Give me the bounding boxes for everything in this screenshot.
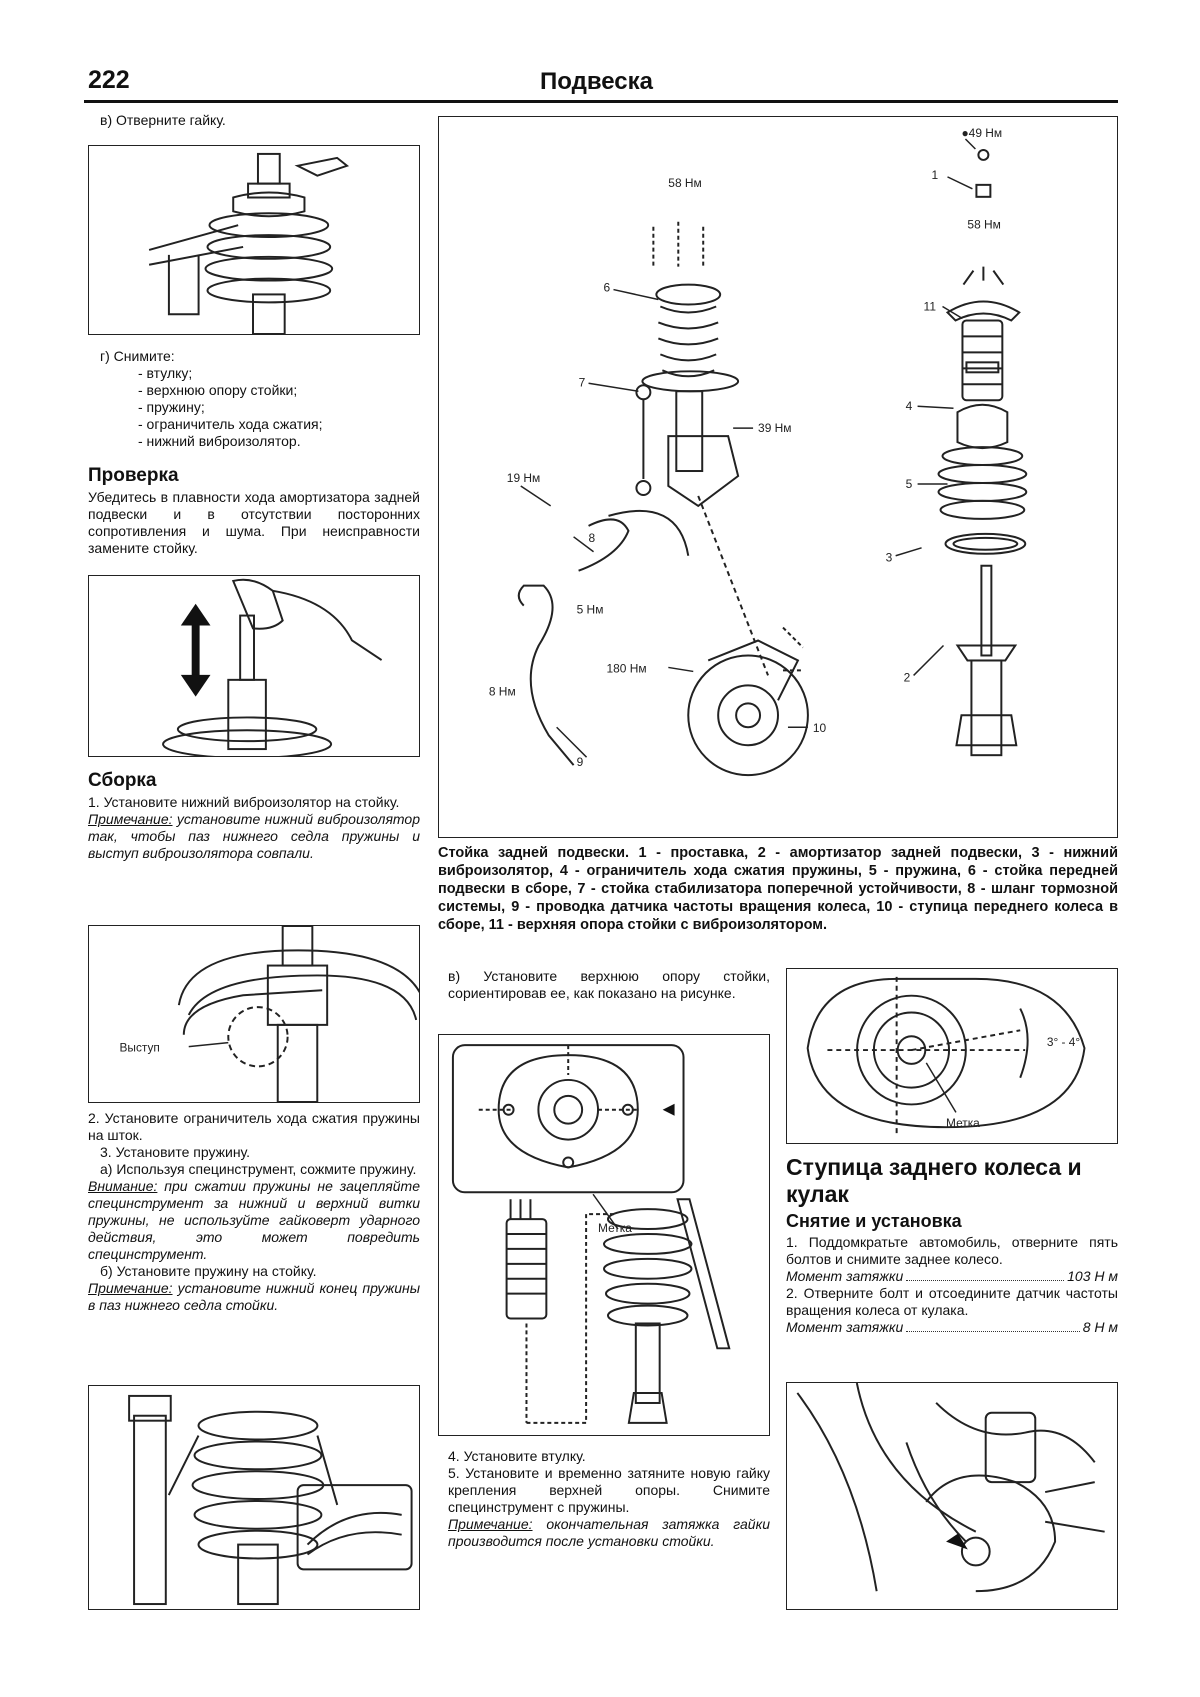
torque-8: 8 Нм (489, 684, 516, 698)
torque-value-2: 8 Н м (1082, 1319, 1118, 1335)
torque-value-1: 103 Н м (1067, 1268, 1118, 1284)
assembly-heading: Сборка (88, 770, 157, 791)
step-5: 5. Установите и временно затяните новую … (448, 1465, 770, 1515)
torque-label: Момент затяжки (786, 1319, 904, 1335)
step-3b: б) Установите пружину на стойку. (100, 1263, 317, 1279)
torque-19: 19 Нм (507, 471, 540, 485)
shock-absorber-check-illustration (162, 578, 383, 756)
figure-rear-strut-exploded: ●49 Нм 58 Нм 58 Нм 39 Нм 19 Нм 5 Нм 180 … (438, 116, 1118, 838)
note-label: Примечание: (448, 1516, 533, 1532)
part-10-label: 10 (813, 721, 827, 735)
warning-text: при сжатии пружины не зацепляйте специнс… (88, 1178, 421, 1262)
part-5-label: 5 (906, 477, 913, 491)
part-1-label: 1 (932, 168, 939, 182)
strut-nut-illustration (148, 152, 350, 334)
note-label: Примечание: (88, 1280, 173, 1296)
part-2-label: 2 (904, 670, 911, 684)
figure-spring-install (88, 1385, 420, 1610)
torque-label: Момент затяжки (786, 1268, 904, 1284)
part-7-label: 7 (579, 375, 586, 389)
section-title: Подвеска (540, 68, 654, 95)
torque-spec-2: Момент затяжки 8 Н м (786, 1319, 1118, 1336)
remove-item: - верхнюю опору стойки; (138, 382, 298, 398)
warning-label: Внимание: (88, 1178, 158, 1194)
remove-item: - пружину; (138, 399, 205, 415)
torque-spec-1: Момент затяжки 103 Н м (786, 1268, 1118, 1285)
spring-compressor-illustration (128, 1394, 413, 1606)
step-4: 4. Установите втулку. (448, 1448, 586, 1464)
torque-180: 180 Нм (607, 661, 647, 675)
figure-upper-mount-angle: 3° - 4° Метка (786, 968, 1118, 1144)
step-remove: г) Снимите: (100, 348, 175, 364)
main-figure-caption: Стойка задней подвески. 1 - проставка, 2… (438, 845, 1118, 933)
step-install-upper-mount: в) Установите верхнюю опору стойки, сори… (448, 968, 770, 1001)
note-text: окончательная затяжка гайки производится… (448, 1516, 770, 1549)
upper-mount-angle-illustration: 3° - 4° Метка (806, 976, 1086, 1136)
part-8-label: 8 (589, 531, 596, 545)
figure-protrusion: Выступ (88, 925, 420, 1103)
mark-label-right: Метка (946, 1116, 980, 1130)
torque-58-left: 58 Нм (668, 176, 701, 190)
warning: Внимание: при сжатии пружины не зацепляй… (88, 1178, 420, 1263)
torque-39: 39 Нм (758, 421, 791, 435)
note-label: Примечание: (88, 811, 173, 827)
header-rule (84, 100, 1118, 103)
figure-upper-mount-orientation: Метка (438, 1034, 770, 1436)
remove-item: - ограничитель хода сжатия; (138, 416, 323, 432)
protrusion-label: Выступ (120, 1041, 160, 1055)
final-install-steps: 4. Установите втулку. 5. Установите и вр… (448, 1448, 770, 1550)
hub-step-1: 1. Поддомкратьте автомобиль, отверните п… (786, 1234, 1118, 1267)
part-4-label: 4 (906, 399, 913, 413)
upper-mount-orientation-illustration: Метка (451, 1044, 731, 1424)
assembly-step-1: 1. Установите нижний виброизолятор на ст… (88, 794, 400, 810)
step-3a: а) Используя специнструмент, сожмите пру… (100, 1161, 417, 1177)
note-text: установите нижний виброизолятор так, что… (88, 811, 421, 861)
part-6-label: 6 (604, 281, 611, 295)
check-section: Проверка Убедитесь в плавности хода амор… (88, 465, 420, 557)
check-text: Убедитесь в плавности хода амортизатора … (88, 489, 420, 556)
step-unscrew-nut: в) Отверните гайку. (100, 112, 226, 128)
figure-sensor-removal (786, 1382, 1118, 1610)
figure-shock-check (88, 575, 420, 757)
hub-step-2: 2. Отверните болт и отсоедините датчик ч… (786, 1285, 1118, 1318)
hub-heading: Ступица заднего колеса и кулак (786, 1154, 1082, 1207)
rear-strut-exploded-view: ●49 Нм 58 Нм 58 Нм 39 Нм 19 Нм 5 Нм 180 … (489, 126, 1028, 777)
part-3-label: 3 (886, 551, 893, 565)
step-2: 2. Установите ограничитель хода сжатия п… (88, 1110, 420, 1143)
remove-item: - нижний виброизолятор. (138, 433, 301, 449)
step-3: 3. Установите пружину. (100, 1144, 251, 1160)
remove-list: г) Снимите: - втулку; - верхнюю опору ст… (100, 348, 420, 450)
torque-5: 5 Нм (577, 603, 604, 617)
part-9-label: 9 (577, 755, 584, 769)
page-number: 222 (88, 66, 130, 94)
assembly-note-1: Примечание: установите нижний виброизоля… (88, 811, 420, 862)
removal-heading: Снятие и установка (786, 1211, 962, 1231)
assembly-section: Сборка 1. Установите нижний виброизолято… (88, 770, 420, 862)
check-heading: Проверка (88, 465, 179, 486)
wheel-speed-sensor-photo (796, 1383, 1105, 1593)
mark-label-middle: Метка (598, 1221, 632, 1235)
remove-item: - втулку; (138, 365, 193, 381)
torque-58-right: 58 Нм (967, 218, 1000, 232)
spring-install-steps: 2. Установите ограничитель хода сжатия п… (88, 1110, 420, 1314)
angle-label: 3° - 4° (1047, 1035, 1080, 1049)
isolator-protrusion-illustration: Выступ (120, 926, 419, 1102)
note-text: установите нижний конец пружины в паз ни… (88, 1280, 421, 1313)
note-2: Примечание: установите нижний конец пруж… (88, 1280, 420, 1314)
note-final: Примечание: окончательная затяжка гайки … (448, 1516, 770, 1550)
torque-49: ●49 Нм (961, 126, 1002, 140)
hub-section: Ступица заднего колеса и кулак Снятие и … (786, 1154, 1118, 1336)
part-11-label: 11 (924, 299, 937, 313)
figure-unscrew-nut (88, 145, 420, 335)
